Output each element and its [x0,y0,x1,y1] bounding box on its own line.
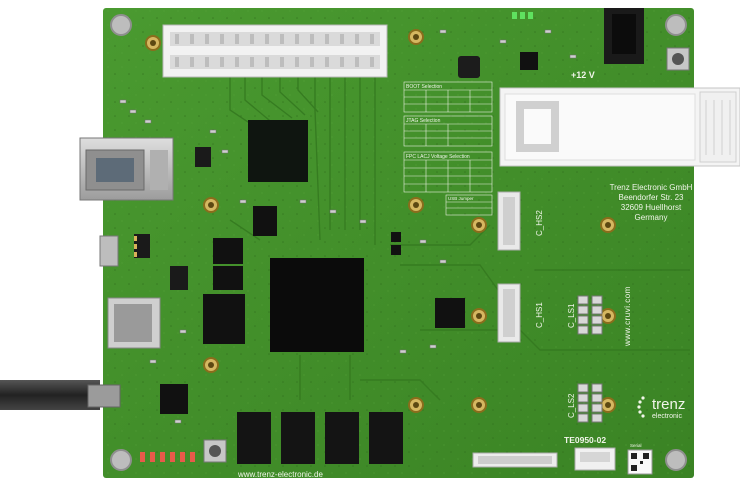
ls1-header [577,295,603,335]
ic-u2 [213,238,243,264]
usb-table-title: USB Jumper [448,196,474,201]
dip-switches [134,147,211,290]
hs1-connector [497,283,521,343]
fpga-chip [270,258,364,352]
ls2-header [577,383,603,423]
status-leds [140,12,533,462]
c-hs2-label: C_HS2 [535,210,544,236]
brand-logo-icon [637,396,645,418]
address-line-2: Beendorfer Str. 23 [619,193,684,202]
website-label: www.trenz-electronic.de [237,470,323,479]
brand-logo-sub: electronic [652,413,682,420]
bottom-jst-connector [574,447,616,471]
c-hs1-label: C_HS1 [535,302,544,328]
inductor [458,56,480,78]
brand-logo: trenz [652,396,685,413]
c-ls2-label: C_LS2 [567,393,576,418]
usb-cable [0,380,121,410]
boot-table-title: BOOT Selection [406,84,442,90]
cpu-chip [248,120,308,182]
sd-card-slot [107,297,161,349]
right-module-connector [499,87,740,167]
reset-button-top [666,47,690,71]
bottom-fpc-connector [472,452,558,468]
ic-u1 [253,206,277,236]
button-bottom [203,439,227,463]
address-line-1: Trenz Electronic GmbH [610,183,693,192]
address-line-3: 32609 Huellhorst [621,203,682,212]
jumpers [391,232,401,255]
serial-label: Serial [630,443,642,448]
top-header-connector [162,24,388,78]
address-line-4: Germany [635,213,668,222]
c-ls1-label: C_LS1 [567,303,576,328]
ic-u3 [213,266,243,290]
ic-u6 [160,384,188,414]
ic-u4 [203,294,245,344]
ddr-memory-row [237,412,403,464]
power-label: +12 V [571,70,595,80]
model-label: TE0950-02 [564,435,606,445]
config-tables [403,81,493,216]
passive-components [119,29,577,424]
hs2-connector [497,191,521,251]
ic-u5 [435,298,465,328]
pcb-traces [229,70,690,401]
jtag-table-title: JTAG Selection [406,118,441,124]
dc-power-jack [604,8,644,64]
ethernet-port [79,137,174,201]
ic-u8 [520,52,538,70]
corner-standoffs [110,14,687,471]
fpc-table-title: FPC LACJ Voltage Selection [406,154,470,160]
micro-usb-port [99,235,119,267]
cruvi-url: www.cruvi.com [623,286,632,347]
